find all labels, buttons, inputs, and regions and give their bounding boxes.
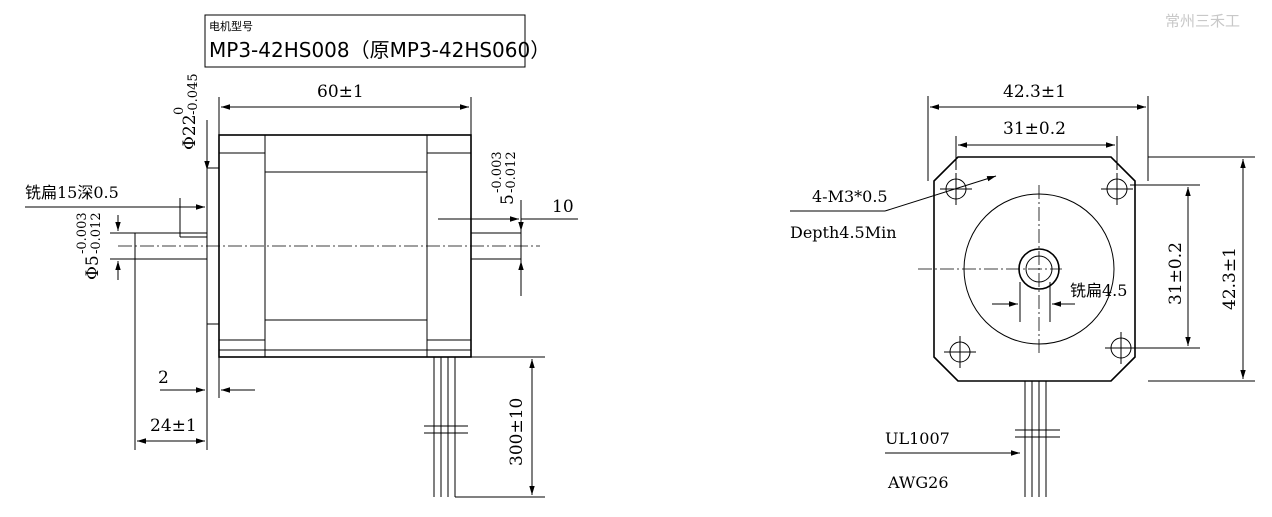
- dim-rear-tol-upper: -0.003: [490, 151, 505, 193]
- model-label: 电机型号: [209, 19, 253, 33]
- dim-body-length: 60±1: [317, 82, 364, 102]
- note-front-flat: 铣扁15深0.5: [25, 183, 119, 202]
- dim-hole-spacing-horizontal: 31±0.2: [1003, 119, 1066, 139]
- dim-hole-spacing-vertical: 31±0.2: [1166, 242, 1186, 305]
- dim-rear-tol-lower: -0.012: [504, 151, 519, 193]
- dim-shaft-tol-upper: -0.003: [75, 212, 90, 254]
- dim-shaft-tol-lower: -0.012: [89, 212, 104, 254]
- note-thread: 4-M3*0.5: [812, 187, 888, 206]
- lead-wires-front: [1015, 381, 1060, 497]
- model-box-frame: [204, 14, 526, 68]
- side-view: 60±1 Φ22 0 -0.045 铣扁15深0.5 Φ5 -0.003 -0.…: [25, 73, 578, 498]
- motor-face: [933, 156, 1136, 382]
- model-box: 电机型号 MP3-42HS008（原MP3-42HS060）: [204, 14, 550, 68]
- front-view: 铣扁4.5 42.3±1 31±0.2 31±0.2 42.3±1 4-M3*0…: [790, 82, 1255, 497]
- watermark: 常州三禾工: [1165, 12, 1240, 30]
- dim-rear-shaft-length: 10: [552, 197, 574, 217]
- dim-rear-shaft-diameter: 5: [498, 194, 518, 205]
- lead-wires-side: [424, 357, 468, 497]
- dim-face-width: 42.3±1: [1003, 82, 1066, 102]
- note-wire-gauge: AWG26: [887, 473, 949, 492]
- dim-lead-length: 300±10: [507, 398, 527, 466]
- dim-face-height: 42.3±1: [1220, 247, 1240, 310]
- model-number: MP3-42HS008（原MP3-42HS060）: [209, 38, 550, 62]
- dim-flange-tol-upper: 0: [172, 107, 187, 115]
- dim-flange-diameter: Φ22: [180, 114, 200, 150]
- note-face-flat: 铣扁4.5: [1070, 281, 1127, 300]
- dim-shaft-length: 24±1: [150, 416, 197, 436]
- dim-flange-tol-lower: -0.045: [186, 73, 201, 115]
- dim-flange-thickness: 2: [158, 368, 169, 388]
- dim-shaft-diameter: Φ5: [83, 255, 103, 280]
- note-depth: Depth4.5Min: [790, 223, 897, 242]
- note-wire-type: UL1007: [885, 429, 950, 448]
